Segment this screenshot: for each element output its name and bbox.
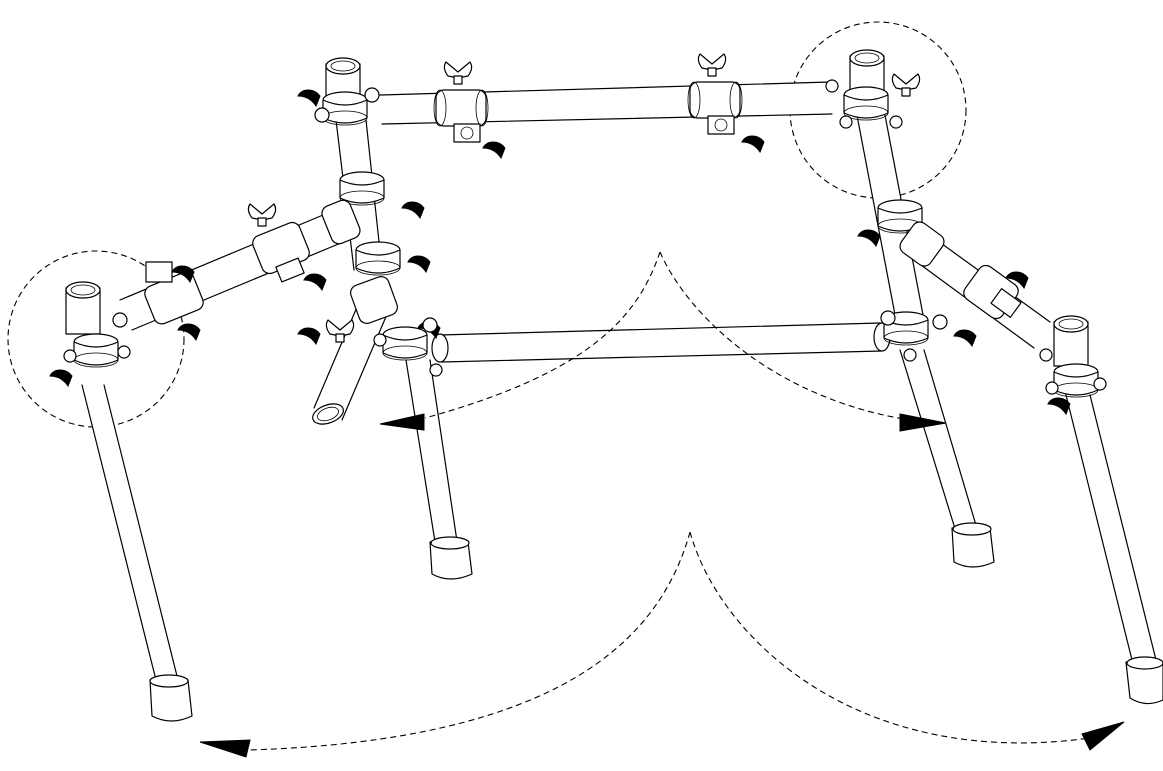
leg-foot-left-outer	[149, 674, 193, 722]
clamp-icon	[339, 171, 385, 206]
leg-right-outer	[1065, 394, 1163, 705]
clamp-icon	[355, 241, 401, 276]
wingnut-icon	[697, 53, 727, 77]
arrowhead-icon	[899, 413, 947, 432]
leg-foot-left-inner	[429, 536, 473, 580]
clamp-icon	[382, 326, 428, 361]
wingkey-icon	[407, 255, 431, 273]
wingkey-icon	[49, 369, 73, 387]
arm-right-clamp	[963, 264, 1029, 320]
stub-left-inner	[297, 276, 398, 425]
clamp-icon	[322, 91, 368, 126]
arm-left	[119, 199, 361, 341]
wingnut-icon	[891, 73, 921, 97]
detail-circle-right	[789, 21, 967, 199]
clamp-icon	[73, 333, 119, 368]
leg-foot-right-outer	[1125, 656, 1163, 705]
wingkey-icon	[297, 327, 321, 345]
wingkey-icon	[857, 229, 881, 247]
clamp-icon	[843, 86, 889, 121]
wingnut-icon	[443, 61, 473, 85]
clamp-icon	[1053, 363, 1099, 398]
wingkey-icon	[741, 135, 765, 153]
wingkey-icon	[482, 141, 506, 159]
arm-left-clamp-2	[144, 261, 204, 341]
post-left-outer-top	[49, 281, 131, 387]
leg-foot-right-inner	[951, 522, 995, 568]
wingnut-icon	[247, 203, 277, 227]
post-right-outer-top	[1039, 315, 1107, 415]
wingkey-icon	[303, 273, 327, 291]
arrowhead-icon	[379, 413, 425, 431]
crossbar-lower	[431, 322, 891, 363]
wingkey-icon	[401, 201, 425, 219]
post-top-left	[297, 57, 431, 276]
rotation-arc-inner	[379, 251, 947, 432]
leg-left-inner	[405, 359, 473, 580]
wingkey-icon	[1047, 397, 1071, 415]
leg-right-inner	[899, 349, 995, 568]
arm-right	[899, 221, 1051, 349]
rotation-arc-outer	[199, 531, 1125, 758]
crossbar-upper	[379, 53, 833, 159]
post-left-inner-top	[373, 317, 443, 377]
post-top-right	[825, 49, 977, 362]
upper-bar-clamp-left	[433, 61, 506, 159]
detail-circle-left	[7, 250, 185, 428]
wingkey-icon	[177, 323, 201, 341]
arrowhead-icon	[199, 739, 251, 758]
wingkey-icon	[953, 329, 977, 347]
leg-left-outer	[81, 384, 193, 722]
wingkey-icon	[297, 89, 321, 107]
arrowhead-icon	[1081, 721, 1125, 751]
arm-left-clamp	[247, 203, 327, 291]
upper-bar-clamp-right	[687, 53, 765, 153]
